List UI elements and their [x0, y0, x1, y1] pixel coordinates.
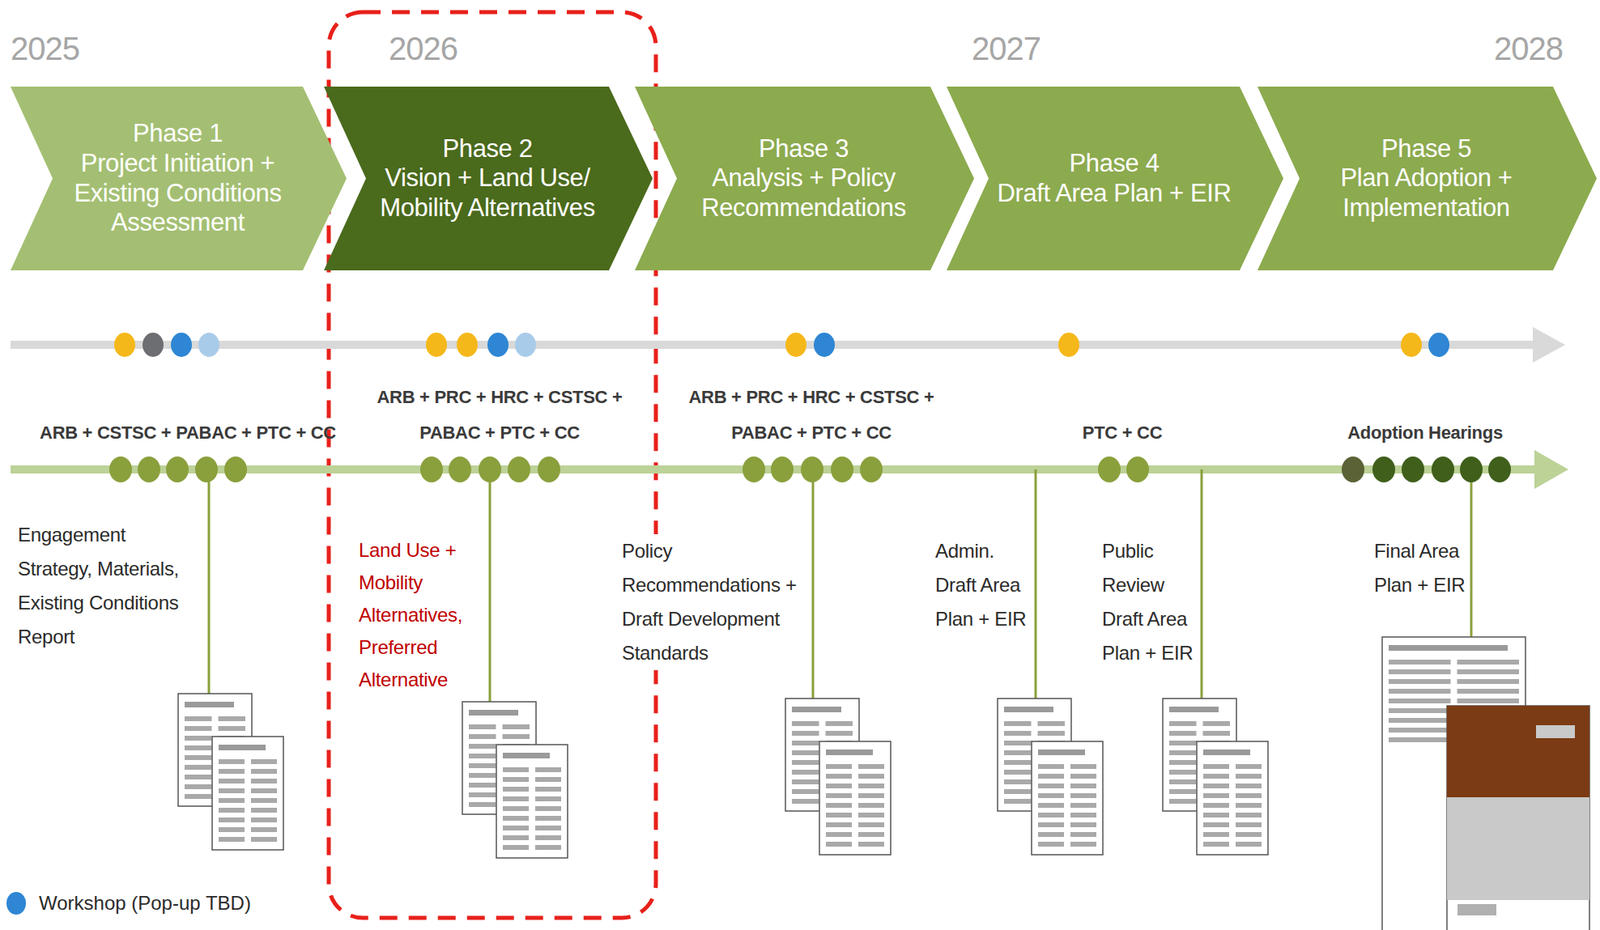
- meeting-track-arrow: [1534, 450, 1569, 490]
- meeting-dot: [224, 456, 247, 483]
- deliverable-label: Public Review Draft Area Plan + EIR: [1102, 534, 1196, 671]
- chevron-fill: [1257, 86, 1597, 271]
- phase-chevron: Phase 3Analysis + Policy Recommendations: [634, 86, 975, 271]
- phase-title: Analysis + Policy Recommendations: [681, 163, 926, 223]
- phase-number: Phase 1: [132, 119, 223, 149]
- document-page: [212, 736, 284, 851]
- document-page: [1031, 741, 1103, 856]
- meeting-dot: [1401, 456, 1425, 483]
- workshop-dot: [425, 332, 447, 358]
- chevron-fill: [323, 86, 653, 271]
- workshop-dot: [1428, 332, 1450, 358]
- committee-label: PTC + CC: [1065, 415, 1179, 452]
- workshop-dot: [170, 332, 192, 358]
- phase-title: Plan Adoption + Implementation: [1304, 163, 1549, 223]
- leader-line: [208, 469, 211, 694]
- meeting-dot: [109, 456, 132, 483]
- phase-text-area: Phase 1Project Initiation + Existing Con…: [57, 86, 298, 271]
- phase-text-area: Phase 5Plan Adoption + Implementation: [1304, 86, 1549, 271]
- workshop-dot: [514, 332, 537, 358]
- phase-text-area: Phase 4Draft Area Plan + EIR: [993, 86, 1235, 271]
- leader-line: [1200, 469, 1204, 699]
- legend-entry: Workshop (Pop-up TBD): [6, 892, 252, 915]
- deliverable-label: Policy Recommendations + Draft Developme…: [621, 534, 805, 671]
- year-label: 2025: [10, 30, 116, 67]
- phase-number: Phase 5: [1381, 134, 1472, 165]
- meeting-dot: [1372, 456, 1396, 483]
- committee-label: ARB + PRC + HRC + CSTSC + PABAC + PTC + …: [673, 379, 949, 452]
- deliverable-label: Final Area Plan + EIR: [1374, 534, 1469, 603]
- committee-label: ARB + PRC + HRC + CSTSC + PABAC + PTC + …: [361, 379, 638, 452]
- phase-text-area: Phase 2Vision + Land Use/ Mobility Alter…: [370, 86, 605, 271]
- workshop-dot: [813, 332, 835, 358]
- meeting-dot: [165, 456, 189, 483]
- year-label: 2026: [388, 30, 494, 67]
- meeting-dot: [507, 456, 531, 483]
- phase-number: Phase 2: [442, 134, 533, 165]
- meeting-dot: [448, 456, 472, 483]
- workshop-dot: [487, 332, 509, 358]
- phase-chevron: Phase 2Vision + Land Use/ Mobility Alter…: [323, 86, 653, 271]
- leader-line: [1034, 469, 1038, 699]
- phase-title: Vision + Land Use/ Mobility Alternatives: [370, 163, 605, 223]
- document-page: [819, 741, 891, 856]
- deliverable-label: Admin. Draft Area Plan + EIR: [935, 534, 1031, 637]
- workshop-dot: [785, 332, 807, 358]
- workshop-dot: [198, 332, 220, 358]
- workshop-dot: [114, 332, 136, 358]
- leader-line: [812, 469, 815, 699]
- meeting-dot: [195, 456, 218, 483]
- meeting-dot: [478, 456, 502, 483]
- phase-chevron: Phase 1Project Initiation + Existing Con…: [10, 86, 347, 271]
- meeting-dot: [1431, 456, 1455, 483]
- phase-text-area: Phase 3Analysis + Policy Recommendations: [681, 86, 926, 271]
- workshop-dot: [142, 332, 164, 358]
- year-label: 2028: [1457, 30, 1563, 67]
- meeting-dot: [1126, 456, 1149, 483]
- meeting-dot: [770, 456, 794, 483]
- meeting-dot: [742, 456, 766, 483]
- legend-swatch: [6, 892, 26, 915]
- committee-label: ARB + CSTSC + PABAC + PTC + CC: [21, 415, 355, 452]
- meeting-dot: [1459, 456, 1483, 483]
- deliverable-label: Engagement Strategy, Materials, Existing…: [17, 518, 201, 655]
- meeting-dot: [800, 456, 824, 483]
- document-page: [496, 744, 568, 859]
- meeting-dot: [1341, 456, 1365, 483]
- workshop-dot: [1058, 332, 1080, 358]
- phase-chevron: Phase 5Plan Adoption + Implementation: [1257, 86, 1597, 271]
- phase-number: Phase 4: [1069, 148, 1160, 179]
- workshop-dot: [456, 332, 478, 358]
- meeting-dot: [859, 456, 883, 483]
- document-page: [1196, 741, 1269, 856]
- bound-plan-book: [1446, 706, 1590, 930]
- workshop-track-arrow: [1532, 327, 1566, 363]
- meeting-dot: [137, 456, 161, 483]
- leader-line: [1470, 469, 1473, 638]
- phase-number: Phase 3: [758, 134, 849, 165]
- deliverable-label: Land Use + Mobility Alternatives, Prefer…: [358, 534, 481, 697]
- meeting-dot: [537, 456, 561, 483]
- workshop-dot: [1400, 332, 1422, 358]
- phase-chevron: Phase 4Draft Area Plan + EIR: [946, 86, 1284, 271]
- phase-title: Project Initiation + Existing Conditions…: [57, 148, 298, 239]
- meeting-dot: [420, 456, 443, 483]
- meeting-dot: [830, 456, 854, 483]
- legend-text: Workshop (Pop-up TBD): [38, 892, 252, 915]
- workshop-track: [10, 340, 1537, 349]
- meeting-dot: [1488, 456, 1511, 483]
- leader-line: [489, 469, 492, 703]
- chevron-fill: [10, 86, 347, 271]
- committee-label: Adoption Hearings: [1336, 415, 1515, 452]
- chevron-fill: [946, 86, 1284, 271]
- meeting-dot: [1097, 456, 1121, 483]
- phase-title: Draft Area Plan + EIR: [997, 178, 1232, 209]
- year-label: 2027: [971, 30, 1077, 67]
- chevron-fill: [634, 86, 975, 271]
